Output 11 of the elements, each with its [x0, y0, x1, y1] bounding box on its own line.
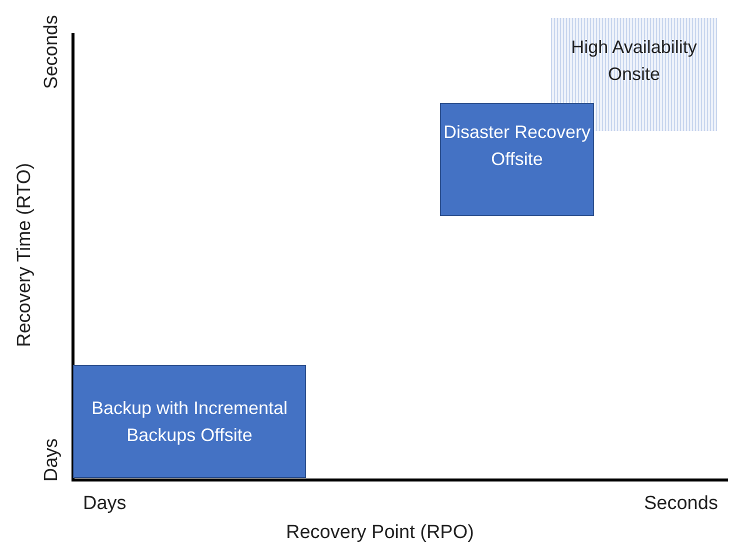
axis-title: Recovery Point (RPO)	[286, 522, 474, 544]
axis-title: Recovery Time (RTO)	[14, 162, 36, 348]
region-box	[73, 365, 306, 478]
axis-tick-label: Seconds	[644, 493, 718, 515]
region-box	[440, 103, 594, 216]
axis-tick-label: Seconds	[41, 15, 63, 89]
axis-tick-label: Days	[41, 438, 63, 482]
region-label: Backup with Incremental Backups Offsite	[90, 396, 289, 447]
region-label: Disaster Recovery Offsite	[442, 120, 592, 170]
axis-tick-label: Days	[83, 493, 126, 515]
region-label: High Availability Onsite	[570, 36, 698, 86]
